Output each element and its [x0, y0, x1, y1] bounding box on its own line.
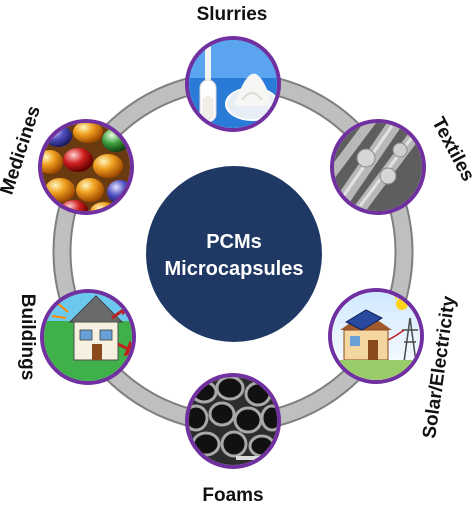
node-solar-electricity: Solar/Electricity	[328, 288, 460, 440]
node-buildings: Buildings	[17, 289, 136, 385]
center-title-line2: Microcapsules	[165, 258, 304, 280]
node-label-foams: Foams	[202, 485, 263, 506]
gel-capsules-photo-icon	[42, 123, 130, 211]
node-label-slurries: Slurries	[197, 4, 268, 25]
node-textiles: Textiles	[330, 114, 474, 215]
node-label-medicines: Medicines	[0, 103, 45, 197]
textile-fibers-micrograph-icon	[334, 123, 422, 211]
node-label-buildings: Buildings	[17, 294, 38, 381]
center-title-line1: PCMs	[206, 231, 262, 253]
foam-micrograph-icon	[189, 377, 277, 465]
center-circle	[146, 166, 322, 342]
node-label-textiles: Textiles	[427, 114, 474, 185]
slurry-powder-photo-icon	[189, 40, 277, 128]
node-label-solar-electricity: Solar/Electricity	[419, 294, 460, 440]
node-slurries: Slurries	[185, 4, 281, 132]
node-foams: Foams	[185, 373, 281, 506]
solar-house-illustration-icon	[332, 292, 420, 380]
